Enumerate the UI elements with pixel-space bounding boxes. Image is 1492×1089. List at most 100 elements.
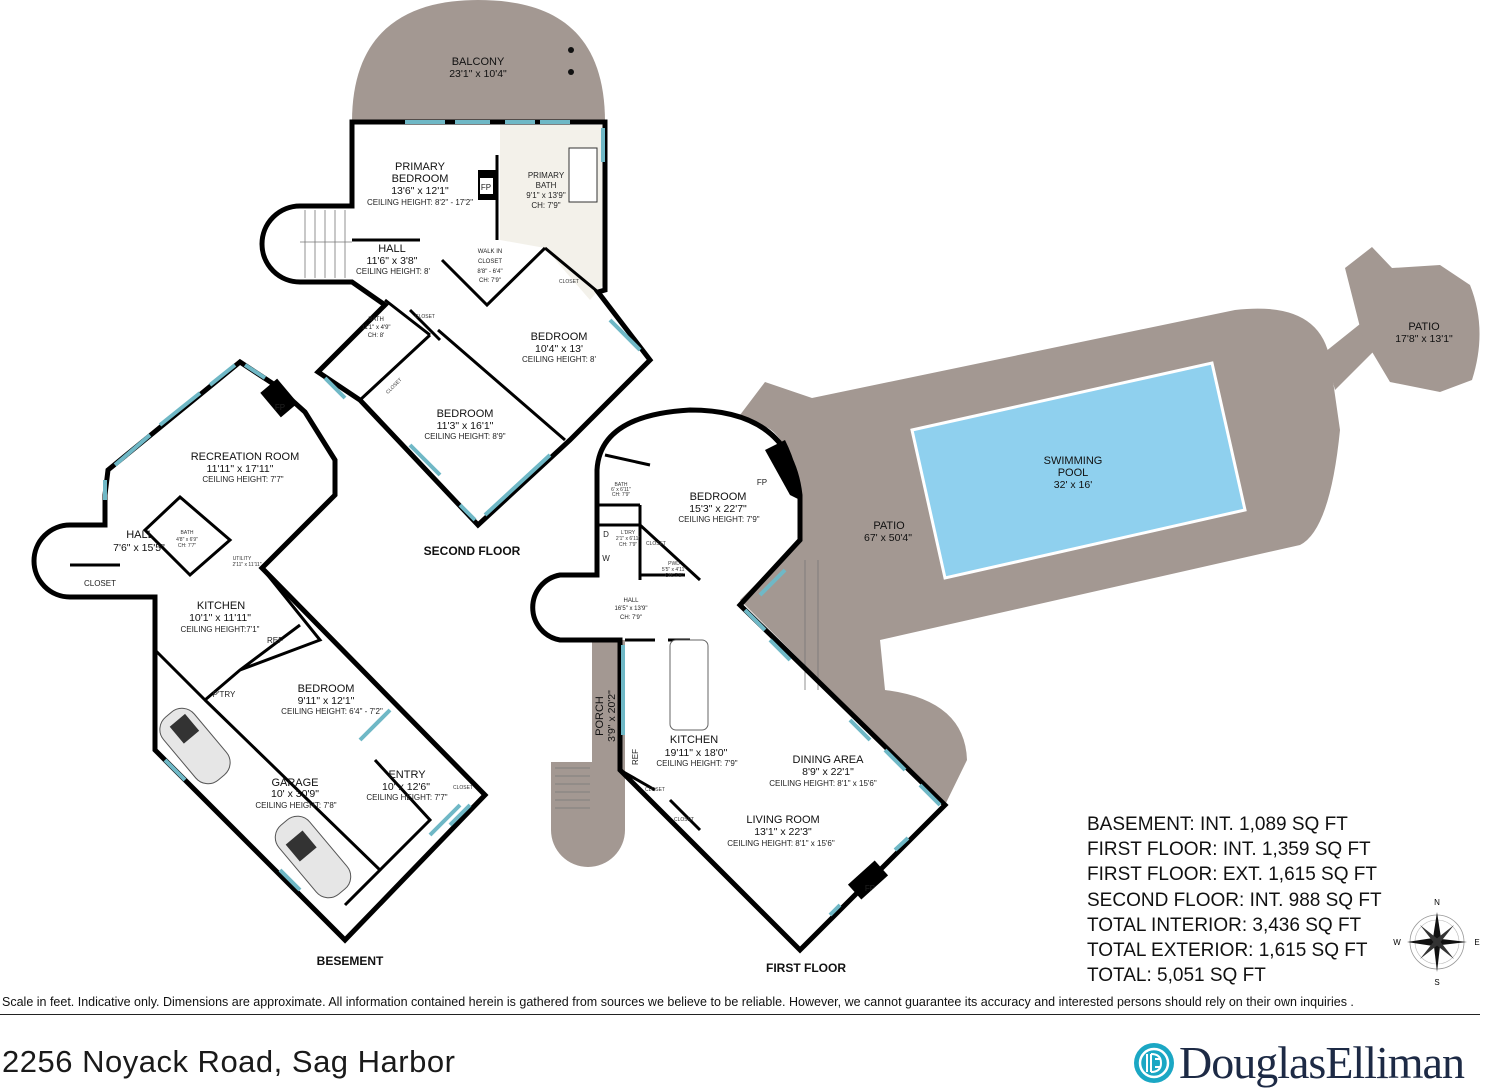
laundry-dims: 2'1" x 6'11"	[616, 536, 640, 542]
floor-plan: BALCONY 23'1" x 10'4" PRIMARY BEDROOM 13…	[31, 0, 1480, 987]
fireplace-hearth	[480, 178, 493, 194]
bath-name: BATH	[368, 317, 384, 323]
brand-mark-icon	[1134, 1042, 1174, 1083]
closet-label: CLOSET	[453, 785, 473, 791]
closet-label: CLOSET	[84, 579, 116, 588]
swimming-pool	[910, 361, 1247, 580]
interior-wall	[70, 494, 433, 907]
primary-bath-ceiling: CH: 7'9"	[531, 201, 560, 210]
powder-ceiling: CH: 7'9"	[665, 573, 684, 579]
porch-area	[551, 640, 625, 867]
garage-name: GARAGE	[271, 777, 318, 789]
bedroom-name: BEDROOM	[437, 408, 494, 420]
bedroom-name: BEDROOM	[298, 683, 355, 695]
ref-label: REF	[267, 636, 283, 645]
fireplace-label: FP	[275, 403, 285, 412]
property-address: 2256 Noyack Road, Sag Harbor	[2, 1044, 456, 1079]
balcony-area	[352, 0, 605, 122]
kitchen-dims: 19'11" x 18'0"	[665, 747, 728, 759]
porch-name: PORCH	[594, 696, 606, 736]
bedroom-name: BEDROOM	[531, 331, 588, 343]
bath-dims: 4'8" x 6'9"	[176, 537, 198, 543]
window	[621, 568, 942, 917]
kitchen-island	[669, 639, 709, 731]
floor-label-second: SECOND FLOOR	[424, 544, 521, 558]
closet-label: CLOSET	[415, 314, 435, 320]
bath-ceiling: CH: 7'7"	[178, 543, 197, 549]
divider	[0, 1014, 1480, 1015]
walk-in-closet-name: CLOSET	[478, 259, 502, 265]
hall-ceiling: CEILING HEIGHT: 8'	[356, 267, 430, 276]
first-floor: BEDROOM 15'3" x 22'7" CEILING HEIGHT: 7'…	[530, 247, 1480, 975]
primary-bedroom-dims: 13'6" x 12'1"	[391, 185, 449, 197]
hall-name: HALL	[623, 598, 639, 604]
patio-dims: 67' x 50'4"	[864, 532, 912, 544]
bath-name: BATH	[615, 482, 628, 488]
area-line: SECOND FLOOR: INT. 988 SQ FT	[1087, 889, 1382, 911]
second-floor: BALCONY 23'1" x 10'4" PRIMARY BEDROOM 13…	[259, 0, 654, 558]
hall-dims: 16'5" x 13'9"	[615, 606, 648, 612]
bathtub	[568, 147, 598, 203]
hall-name: HALL	[126, 529, 154, 541]
compass-east: E	[1474, 938, 1479, 947]
window	[103, 363, 472, 892]
washer-label: W	[602, 554, 610, 563]
pool-name: POOL	[1058, 467, 1089, 479]
area-line: TOTAL EXTERIOR: 1,615 SQ FT	[1087, 940, 1368, 962]
floor-label-first: FIRST FLOOR	[766, 961, 846, 975]
balcony-name: BALCONY	[452, 56, 505, 68]
bath-ceiling: CH: 8'	[368, 333, 384, 339]
balcony-post	[568, 47, 574, 53]
hall-ceiling: CH: 7'9"	[620, 615, 642, 621]
compass-icon: N S E W	[1393, 898, 1479, 987]
primary-bedroom-name: PRIMARY	[395, 161, 446, 173]
compass-south: S	[1434, 978, 1439, 987]
area-line: BASEMENT: INT. 1,089 SQ FT	[1087, 814, 1348, 835]
brand-name: DouglasElliman	[1179, 1037, 1465, 1088]
ref-label: REF	[631, 749, 640, 765]
walk-in-closet-dims: 8'8" - 6'4"	[477, 269, 502, 275]
balcony-post	[568, 69, 574, 75]
garage-ceiling: CEILING HEIGHT: 7'8"	[255, 801, 336, 810]
closet-label: CLOSET	[645, 787, 665, 793]
dining-ceiling: CEILING HEIGHT: 8'1" x 15'6"	[769, 779, 877, 788]
closet-label: CLOSET	[559, 279, 579, 285]
living-dims: 13'1" x 22'3"	[754, 826, 812, 838]
bedroom-name: BEDROOM	[690, 491, 747, 503]
small-patio-dims: 17'8" x 13'1"	[1395, 333, 1453, 345]
bath-dims: 11'1" x 4'9"	[361, 325, 390, 331]
fireplace	[260, 378, 298, 418]
primary-bath-dims: 9'1" x 13'9"	[526, 191, 566, 200]
area-line: TOTAL: 5,051 SQ FT	[1087, 965, 1266, 987]
kitchen-ceiling: CEILING HEIGHT: 7'9"	[656, 759, 737, 768]
closet-label: CLOSET	[646, 541, 666, 547]
bedroom-ceiling: CEILING HEIGHT: 7'9"	[678, 515, 759, 524]
dryer-label: D	[603, 530, 609, 539]
closet-label: CLOSET	[674, 817, 694, 823]
hall-dims: 11'6" x 3'8"	[367, 255, 418, 267]
primary-bath-name: PRIMARY	[528, 171, 565, 180]
floor-label-basement: BESEMENT	[317, 954, 384, 968]
walk-in-closet-name: WALK IN	[478, 249, 502, 255]
compass-north: N	[1434, 898, 1440, 907]
patio-name: PATIO	[873, 520, 905, 532]
bedroom-dims: 9'11" x 12'1"	[298, 695, 355, 707]
entry-dims: 10' x 12'6"	[382, 781, 430, 793]
closet-label: CLOSET	[385, 377, 403, 395]
bedroom-ceiling: CEILING HEIGHT: 6'4" - 7'2"	[281, 707, 383, 716]
bath-name: BATH	[181, 530, 194, 536]
porch-dims: 3'9" x 20'2"	[606, 690, 618, 742]
window	[323, 120, 642, 522]
area-line: FIRST FLOOR: EXT. 1,615 SQ FT	[1087, 864, 1378, 886]
area-line: FIRST FLOOR: INT. 1,359 SQ FT	[1087, 839, 1371, 861]
powder-dims: 5'5" x 4'11"	[662, 567, 686, 573]
bath-ceiling: CH: 7'9"	[612, 492, 631, 498]
fireplace	[847, 860, 889, 900]
stairs	[300, 210, 352, 278]
bedroom-ceiling: CEILING HEIGHT: 8'	[522, 355, 596, 364]
basement: RECREATION ROOM 11'11" x 17'11" CEILING …	[31, 358, 489, 968]
bath-dims: 6' x 6'11"	[611, 487, 631, 493]
compass-west: W	[1393, 938, 1401, 947]
small-patio-name: PATIO	[1408, 321, 1440, 333]
pool-name: SWIMMING	[1044, 455, 1103, 467]
